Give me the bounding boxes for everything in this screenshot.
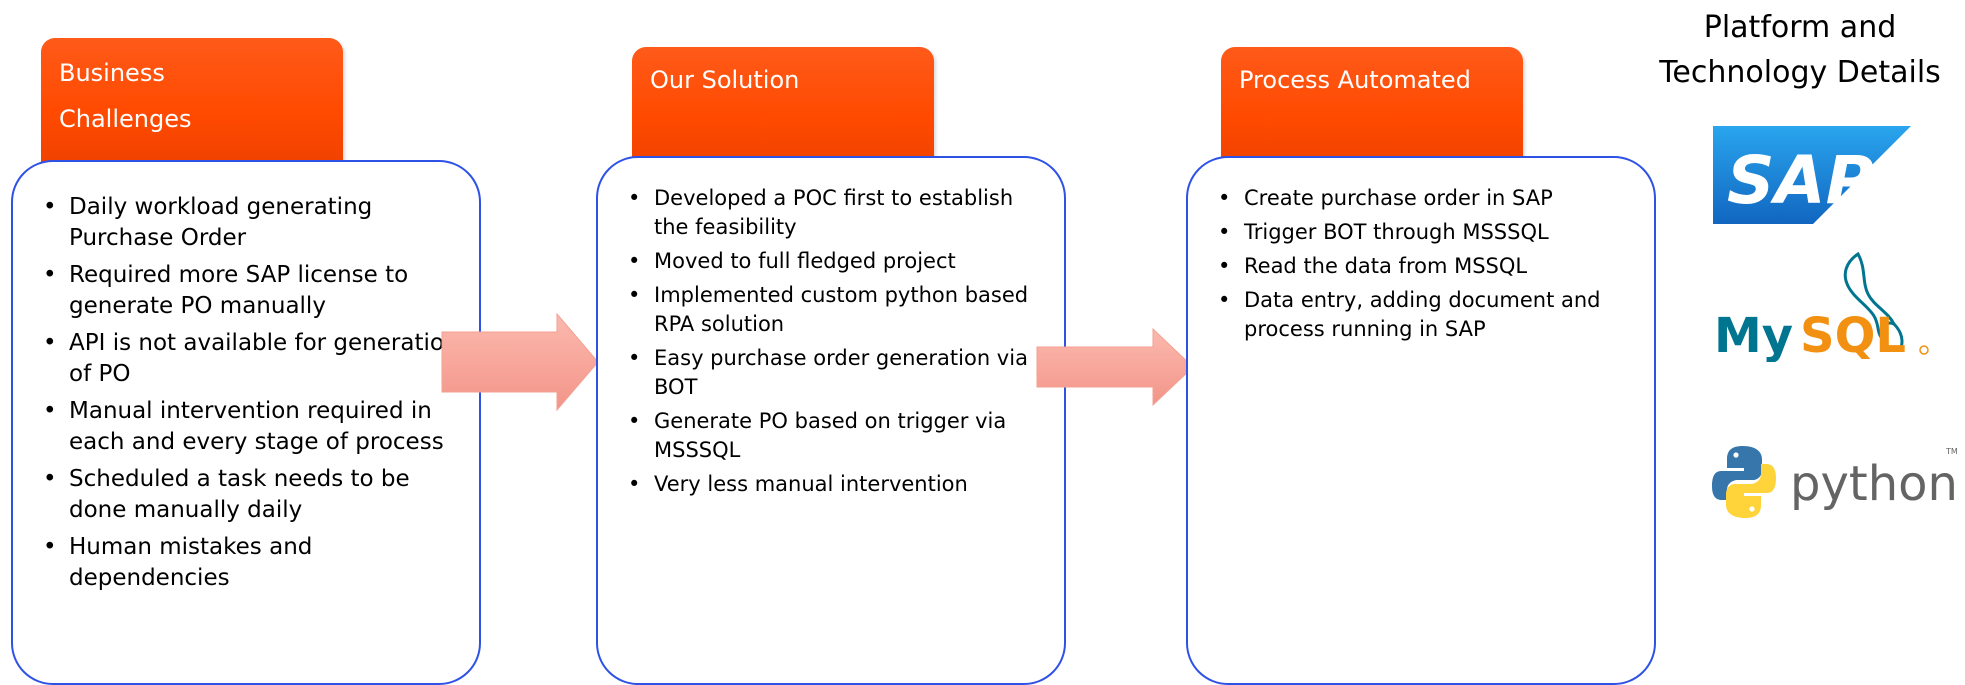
list-item: Create purchase order in SAP	[1218, 184, 1642, 213]
python-logo-text: python	[1790, 456, 1958, 512]
mysql-logo-icon: My SQL	[1714, 251, 1929, 362]
header-line-2: Challenges	[59, 105, 192, 133]
list-item: Implemented custom python based RPA solu…	[628, 281, 1052, 339]
python-tm-text: TM	[1945, 447, 1958, 456]
list-item: Easy purchase order generation via BOT	[628, 344, 1052, 402]
header-line-1: Business	[59, 59, 165, 87]
business-challenges-panel: Daily workload generating Purchase Order…	[11, 160, 481, 685]
list-item: Daily workload generating Purchase Order	[43, 192, 469, 254]
flow-arrow-2	[1036, 327, 1194, 407]
mysql-sql-text: SQL	[1800, 308, 1906, 362]
our-solution-panel: Developed a POC first to establish the f…	[596, 156, 1066, 685]
sap-logo-text: SAP	[1727, 142, 1874, 219]
process-automated-header: Process Automated	[1221, 47, 1523, 165]
list-item: Required more SAP license to generate PO…	[43, 260, 469, 322]
list-item: Human mistakes and dependencies	[43, 532, 469, 594]
platform-title: Platform and Technology Details	[1640, 5, 1960, 95]
sap-logo-icon: SAP	[1713, 126, 1911, 224]
platform-title-line-2: Technology Details	[1659, 55, 1941, 90]
mysql-my-text: My	[1714, 308, 1793, 362]
process-automated-panel: Create purchase order in SAP Trigger BOT…	[1186, 156, 1656, 685]
platform-title-line-1: Platform and	[1703, 10, 1897, 45]
our-solution-header: Our Solution	[632, 47, 934, 165]
list-item: Scheduled a task needs to be done manual…	[43, 464, 469, 526]
list-item: Trigger BOT through MSSSQL	[1218, 218, 1642, 247]
list-item: Data entry, adding document and process …	[1218, 286, 1642, 344]
list-item: Manual intervention required in each and…	[43, 396, 469, 458]
business-challenges-header: Business Challenges	[41, 38, 343, 163]
list-item: Very less manual intervention	[628, 470, 1052, 499]
list-item: Read the data from MSSQL	[1218, 252, 1642, 281]
business-challenges-list: Daily workload generating Purchase Order…	[43, 192, 469, 594]
list-item: Generate PO based on trigger via MSSSQL	[628, 407, 1052, 465]
list-item: Developed a POC first to establish the f…	[628, 184, 1052, 242]
flow-arrow-1	[441, 312, 599, 412]
list-item: API is not available for generation of P…	[43, 328, 469, 390]
our-solution-list: Developed a POC first to establish the f…	[628, 184, 1052, 499]
header-line-1: Process Automated	[1239, 66, 1471, 94]
process-automated-list: Create purchase order in SAP Trigger BOT…	[1218, 184, 1642, 344]
header-line-1: Our Solution	[650, 66, 800, 94]
list-item: Moved to full fledged project	[628, 247, 1052, 276]
python-logo-icon: python TM	[1712, 446, 1958, 518]
